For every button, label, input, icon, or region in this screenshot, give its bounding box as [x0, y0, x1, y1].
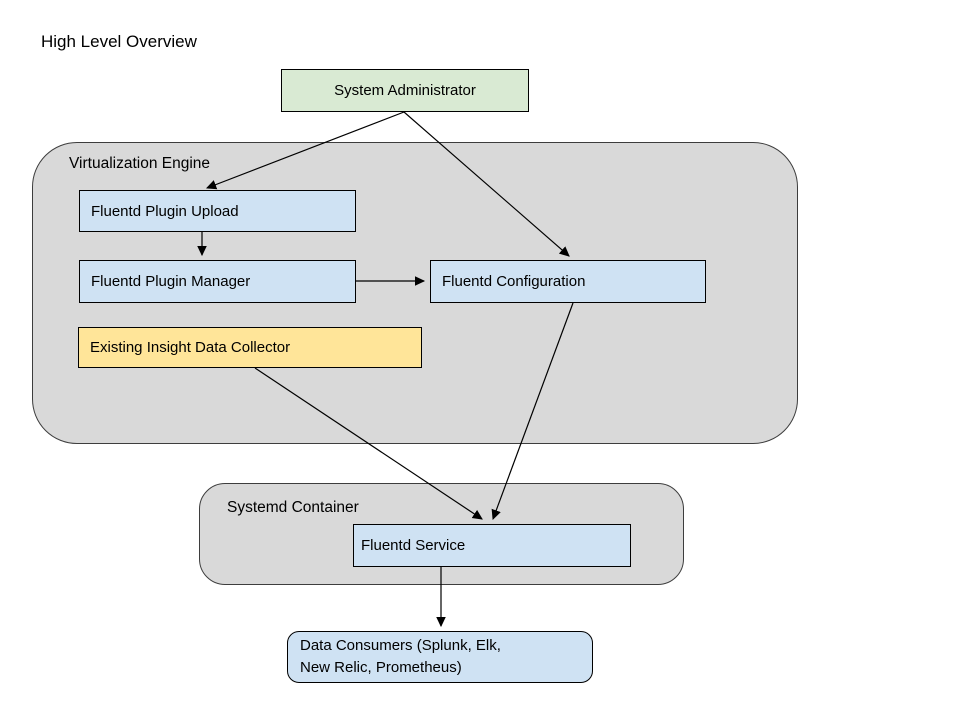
fluentd-plugin-upload-node: Fluentd Plugin Upload: [79, 190, 356, 232]
fluentd-plugin-manager-node: Fluentd Plugin Manager: [79, 260, 356, 303]
virtualization-engine-label: Virtualization Engine: [69, 155, 211, 172]
fluentd-service-node: Fluentd Service: [353, 524, 631, 567]
data-consumers-label-line1: Data Consumers (Splunk, Elk,: [300, 637, 501, 654]
existing-insight-data-collector-node: Existing Insight Data Collector: [78, 327, 422, 368]
page-title: High Level Overview: [41, 32, 197, 51]
system-administrator-node: System Administrator: [281, 69, 529, 112]
existing-insight-data-collector-label: Existing Insight Data Collector: [90, 339, 291, 356]
fluentd-configuration-node: Fluentd Configuration: [430, 260, 706, 303]
data-consumers-node: Data Consumers (Splunk, Elk, New Relic, …: [287, 631, 593, 683]
fluentd-plugin-manager-label: Fluentd Plugin Manager: [91, 273, 251, 290]
fluentd-plugin-upload-label: Fluentd Plugin Upload: [91, 202, 239, 220]
system-administrator-label: System Administrator: [334, 82, 476, 99]
fluentd-service-label: Fluentd Service: [361, 537, 466, 554]
data-consumers-label-line2: New Relic, Prometheus): [300, 659, 462, 676]
fluentd-configuration-label: Fluentd Configuration: [442, 273, 586, 290]
systemd-container-label: Systemd Container: [227, 499, 359, 516]
